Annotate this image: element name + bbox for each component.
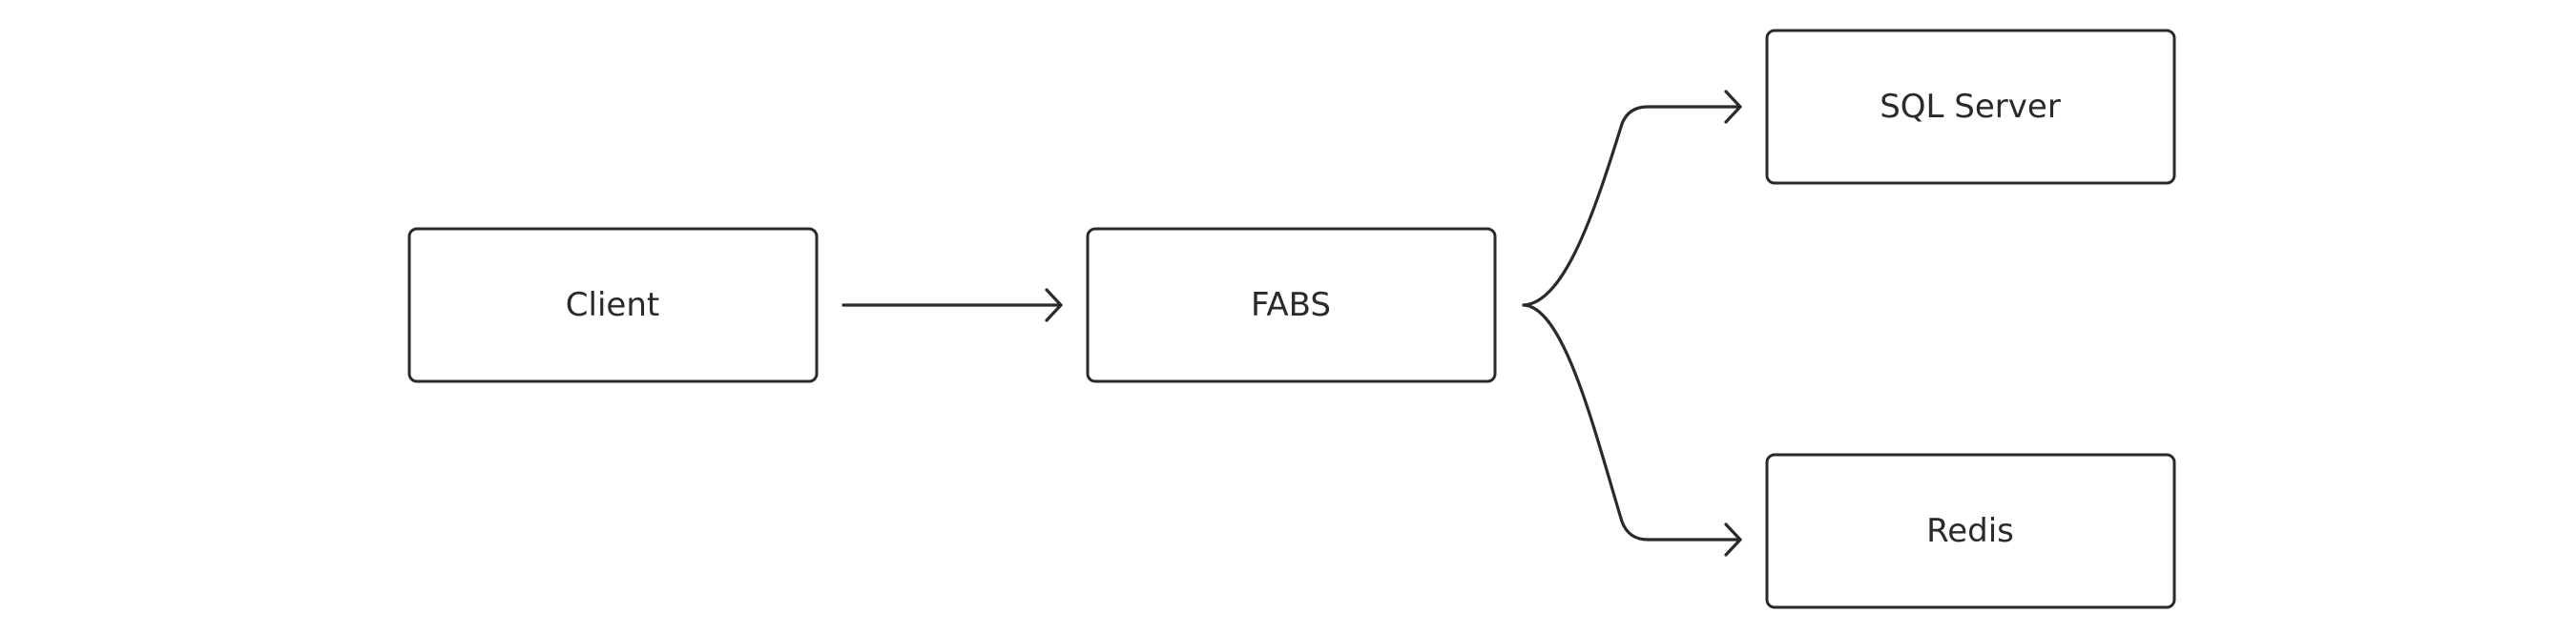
edge-fabs-to-sql-server (1522, 90, 1742, 307)
node-client[interactable]: Client (407, 227, 819, 383)
node-sql-server-box (1765, 29, 2176, 185)
edge-fabs-to-sql-server-arrowhead (1724, 90, 1742, 124)
node-sql-server-label: SQL Server (1880, 88, 2061, 126)
node-redis[interactable]: Redis (1765, 453, 2176, 609)
node-sql-server[interactable]: SQL Server (1765, 29, 2176, 185)
edge-client-to-fabs-arrowhead (1045, 288, 1063, 322)
node-client-label: Client (566, 286, 659, 324)
node-fabs[interactable]: FABS (1086, 227, 1497, 383)
edge-fabs-to-redis-arrowhead (1724, 522, 1742, 557)
node-client-box (407, 227, 819, 383)
node-redis-label: Redis (1926, 512, 2014, 550)
edge-fabs-to-sql-server-line (1522, 105, 1742, 307)
node-fabs-label: FABS (1251, 286, 1331, 324)
node-redis-box (1765, 453, 2176, 609)
edge-fabs-to-redis-line (1522, 303, 1742, 542)
edge-client-to-fabs (841, 288, 1063, 322)
node-fabs-box (1086, 227, 1497, 383)
edge-fabs-to-redis (1522, 303, 1742, 557)
